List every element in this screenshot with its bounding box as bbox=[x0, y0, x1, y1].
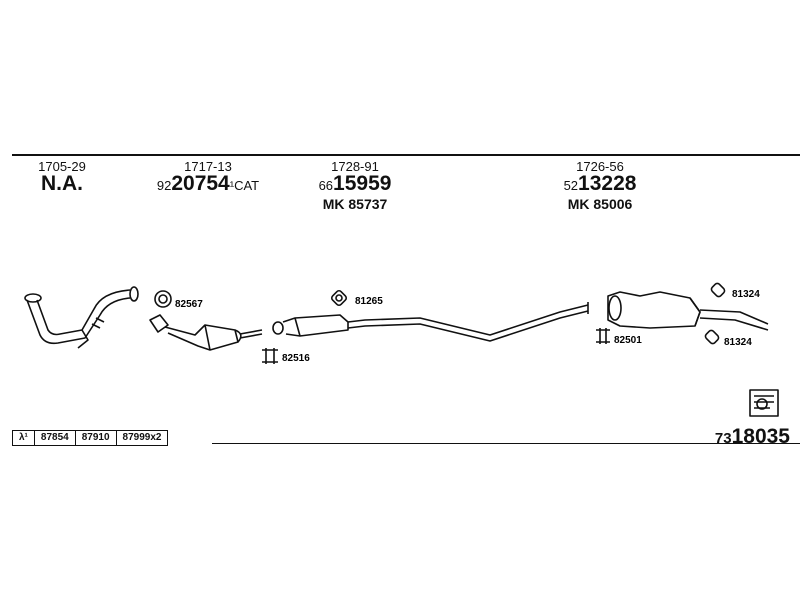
accessory-references: λ¹ 87854 87910 87999x2 bbox=[12, 430, 169, 446]
part-number: 6615959 bbox=[318, 172, 392, 195]
rear-silencer bbox=[607, 291, 769, 331]
mounting-kit: MK 85737 bbox=[322, 196, 388, 212]
gasket-icon bbox=[154, 290, 172, 308]
mounting-kit: MK 85006 bbox=[567, 196, 633, 212]
column-middle-silencer: 1728-91 6615959 MK 85737 bbox=[318, 159, 392, 213]
front-pipe bbox=[24, 286, 139, 349]
header-rule bbox=[12, 154, 800, 156]
clamp-icon bbox=[596, 328, 610, 344]
part-code: 1705-29 bbox=[38, 159, 86, 174]
gasket-icon bbox=[330, 289, 348, 307]
part-code: 1717-13 bbox=[184, 159, 232, 174]
part-label: 81265 bbox=[355, 296, 383, 307]
clamp-icon bbox=[262, 348, 278, 364]
part-number: N.A. bbox=[41, 172, 83, 195]
column-catalytic-converter: 1717-13 9220754¹CAT bbox=[157, 160, 259, 196]
part-number: 9220754¹CAT bbox=[156, 172, 260, 195]
reference-number: 87910 bbox=[74, 431, 116, 445]
reference-number: 87999x2 bbox=[115, 431, 168, 445]
part-label: 81324 bbox=[724, 337, 752, 348]
catalytic-converter bbox=[149, 314, 263, 351]
middle-silencer bbox=[272, 302, 589, 342]
part-label: 81324 bbox=[732, 289, 760, 300]
instructions-icon bbox=[749, 389, 779, 417]
part-code: 1728-91 bbox=[331, 159, 379, 174]
reference-number: 87854 bbox=[33, 431, 75, 445]
part-number: 5213228 bbox=[563, 172, 637, 195]
lambda-label: λ¹ bbox=[19, 432, 28, 443]
column-front-pipe: 1705-29 N.A. bbox=[38, 160, 86, 196]
rubber-mount-icon bbox=[704, 329, 720, 345]
catalog-number: 7318035 bbox=[714, 425, 790, 448]
footer-rule bbox=[212, 443, 800, 444]
part-label: 82501 bbox=[614, 335, 642, 346]
rubber-mount-icon bbox=[710, 282, 726, 298]
part-label: 82567 bbox=[175, 299, 203, 310]
part-label: 82516 bbox=[282, 353, 310, 364]
part-code: 1726-56 bbox=[576, 159, 624, 174]
column-rear-silencer: 1726-56 5213228 MK 85006 bbox=[563, 159, 637, 213]
